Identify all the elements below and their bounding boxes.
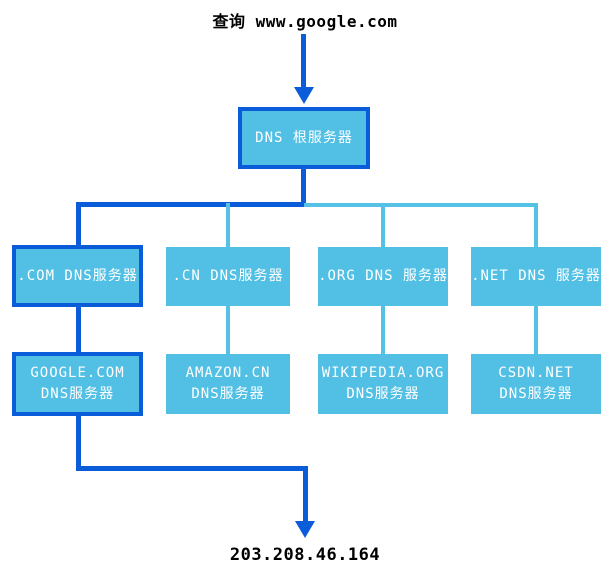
- node-label-line1: GOOGLE.COM: [30, 365, 125, 381]
- node-label-line2: DNS服务器: [191, 386, 265, 402]
- query-arrow-line: [301, 34, 306, 89]
- connector-branch-rail: [304, 203, 537, 207]
- connector-net-to-csdn: [534, 304, 538, 356]
- node-label-line2: DNS服务器: [346, 386, 420, 402]
- node-cn-dns-server: .CN DNS服务器: [166, 247, 290, 306]
- node-label-line1: CSDN.NET: [498, 365, 574, 381]
- node-label: .COM DNS服务器: [17, 267, 138, 284]
- node-label: .CN DNS服务器: [172, 268, 284, 284]
- connector-branch-rail-highlighted: [76, 202, 306, 207]
- query-label: 查询 www.google.com: [212, 12, 398, 31]
- query-arrowhead-icon: [294, 87, 314, 104]
- node-label-line2: DNS服务器: [40, 386, 115, 402]
- node-org-dns-server: .ORG DNS 服务器: [318, 247, 448, 306]
- connector-result-vertical: [303, 466, 308, 523]
- connector-root-to-net: [534, 203, 538, 249]
- connector-root-to-cn: [226, 203, 230, 249]
- connector-org-to-wikipedia: [381, 304, 385, 356]
- result-arrowhead-icon: [295, 521, 315, 538]
- node-label: DNS 根服务器: [255, 129, 353, 146]
- node-google-com-dns-server: GOOGLE.COM DNS服务器: [12, 352, 143, 416]
- node-net-dns-server: .NET DNS 服务器: [471, 247, 601, 306]
- connector-root-stem: [301, 169, 306, 206]
- connector-root-to-org: [381, 203, 385, 249]
- resolved-ip-label: 203.208.46.164: [229, 545, 381, 565]
- connector-result-horizontal: [76, 466, 308, 471]
- node-label-line1: AMAZON.CN: [185, 365, 271, 381]
- node-label: .NET DNS 服务器: [471, 268, 601, 284]
- connector-root-to-com: [76, 202, 81, 247]
- connector-google-down: [76, 414, 81, 471]
- node-com-dns-server: .COM DNS服务器: [12, 245, 143, 307]
- node-label-line2: DNS服务器: [499, 386, 573, 402]
- connector-com-to-google: [76, 305, 81, 354]
- connector-cn-to-amazon: [226, 304, 230, 356]
- node-label: .ORG DNS 服务器: [318, 268, 448, 284]
- node-dns-root-server: DNS 根服务器: [238, 107, 370, 169]
- node-csdn-net-dns-server: CSDN.NET DNS服务器: [471, 354, 601, 414]
- node-label-line1: WIKIPEDIA.ORG: [321, 365, 445, 381]
- node-wikipedia-org-dns-server: WIKIPEDIA.ORG DNS服务器: [318, 354, 448, 414]
- node-amazon-cn-dns-server: AMAZON.CN DNS服务器: [166, 354, 290, 414]
